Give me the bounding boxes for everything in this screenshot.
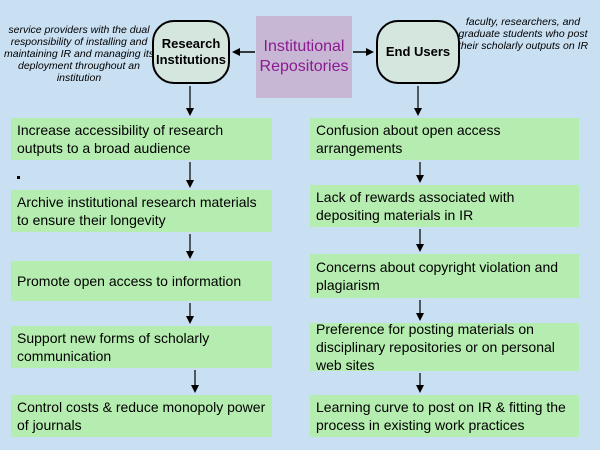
right-box-preference: Preference for posting materials on disc…	[310, 321, 579, 373]
left-box-text: Control costs & reduce monopoly power of…	[17, 399, 266, 433]
left-box-text: Promote open access to information	[17, 273, 242, 289]
right-box-confusion: Confusion about open access arrangements	[310, 118, 579, 160]
right-box-text: Preference for posting materials on disc…	[316, 321, 555, 373]
right-box-copyright-concerns: Concerns about copyright violation and p…	[310, 254, 579, 298]
research-institutions-node: Research Institutions	[152, 20, 230, 84]
left-box-accessibility: Increase accessibility of research outpu…	[11, 118, 272, 160]
end-users-node: End Users	[376, 20, 460, 84]
right-box-text: Confusion about open access arrangements	[316, 122, 501, 156]
end-users-description: faculty, researchers, and graduate stude…	[457, 16, 589, 52]
left-box-text: Archive institutional research materials…	[17, 194, 257, 228]
left-box-scholarly-communication: Support new forms of scholarly communica…	[11, 326, 272, 368]
right-box-text: Lack of rewards associated with depositi…	[316, 189, 515, 223]
right-box-lack-of-rewards: Lack of rewards associated with depositi…	[310, 185, 579, 227]
left-box-archive: Archive institutional research materials…	[11, 190, 272, 232]
stray-mark	[17, 176, 20, 179]
research-institutions-description: service providers with the dual responsi…	[4, 24, 155, 84]
institutional-repositories-node: Institutional Repositories	[256, 16, 352, 98]
left-box-control-costs: Control costs & reduce monopoly power of…	[11, 395, 272, 437]
right-box-text: Concerns about copyright violation and p…	[316, 259, 559, 293]
right-box-text: Learning curve to post on IR & fitting t…	[316, 399, 566, 433]
right-box-learning-curve: Learning curve to post on IR & fitting t…	[310, 395, 579, 437]
left-box-text: Increase accessibility of research outpu…	[17, 122, 224, 156]
left-box-text: Support new forms of scholarly communica…	[17, 330, 210, 364]
left-box-open-access: Promote open access to information	[11, 261, 272, 301]
